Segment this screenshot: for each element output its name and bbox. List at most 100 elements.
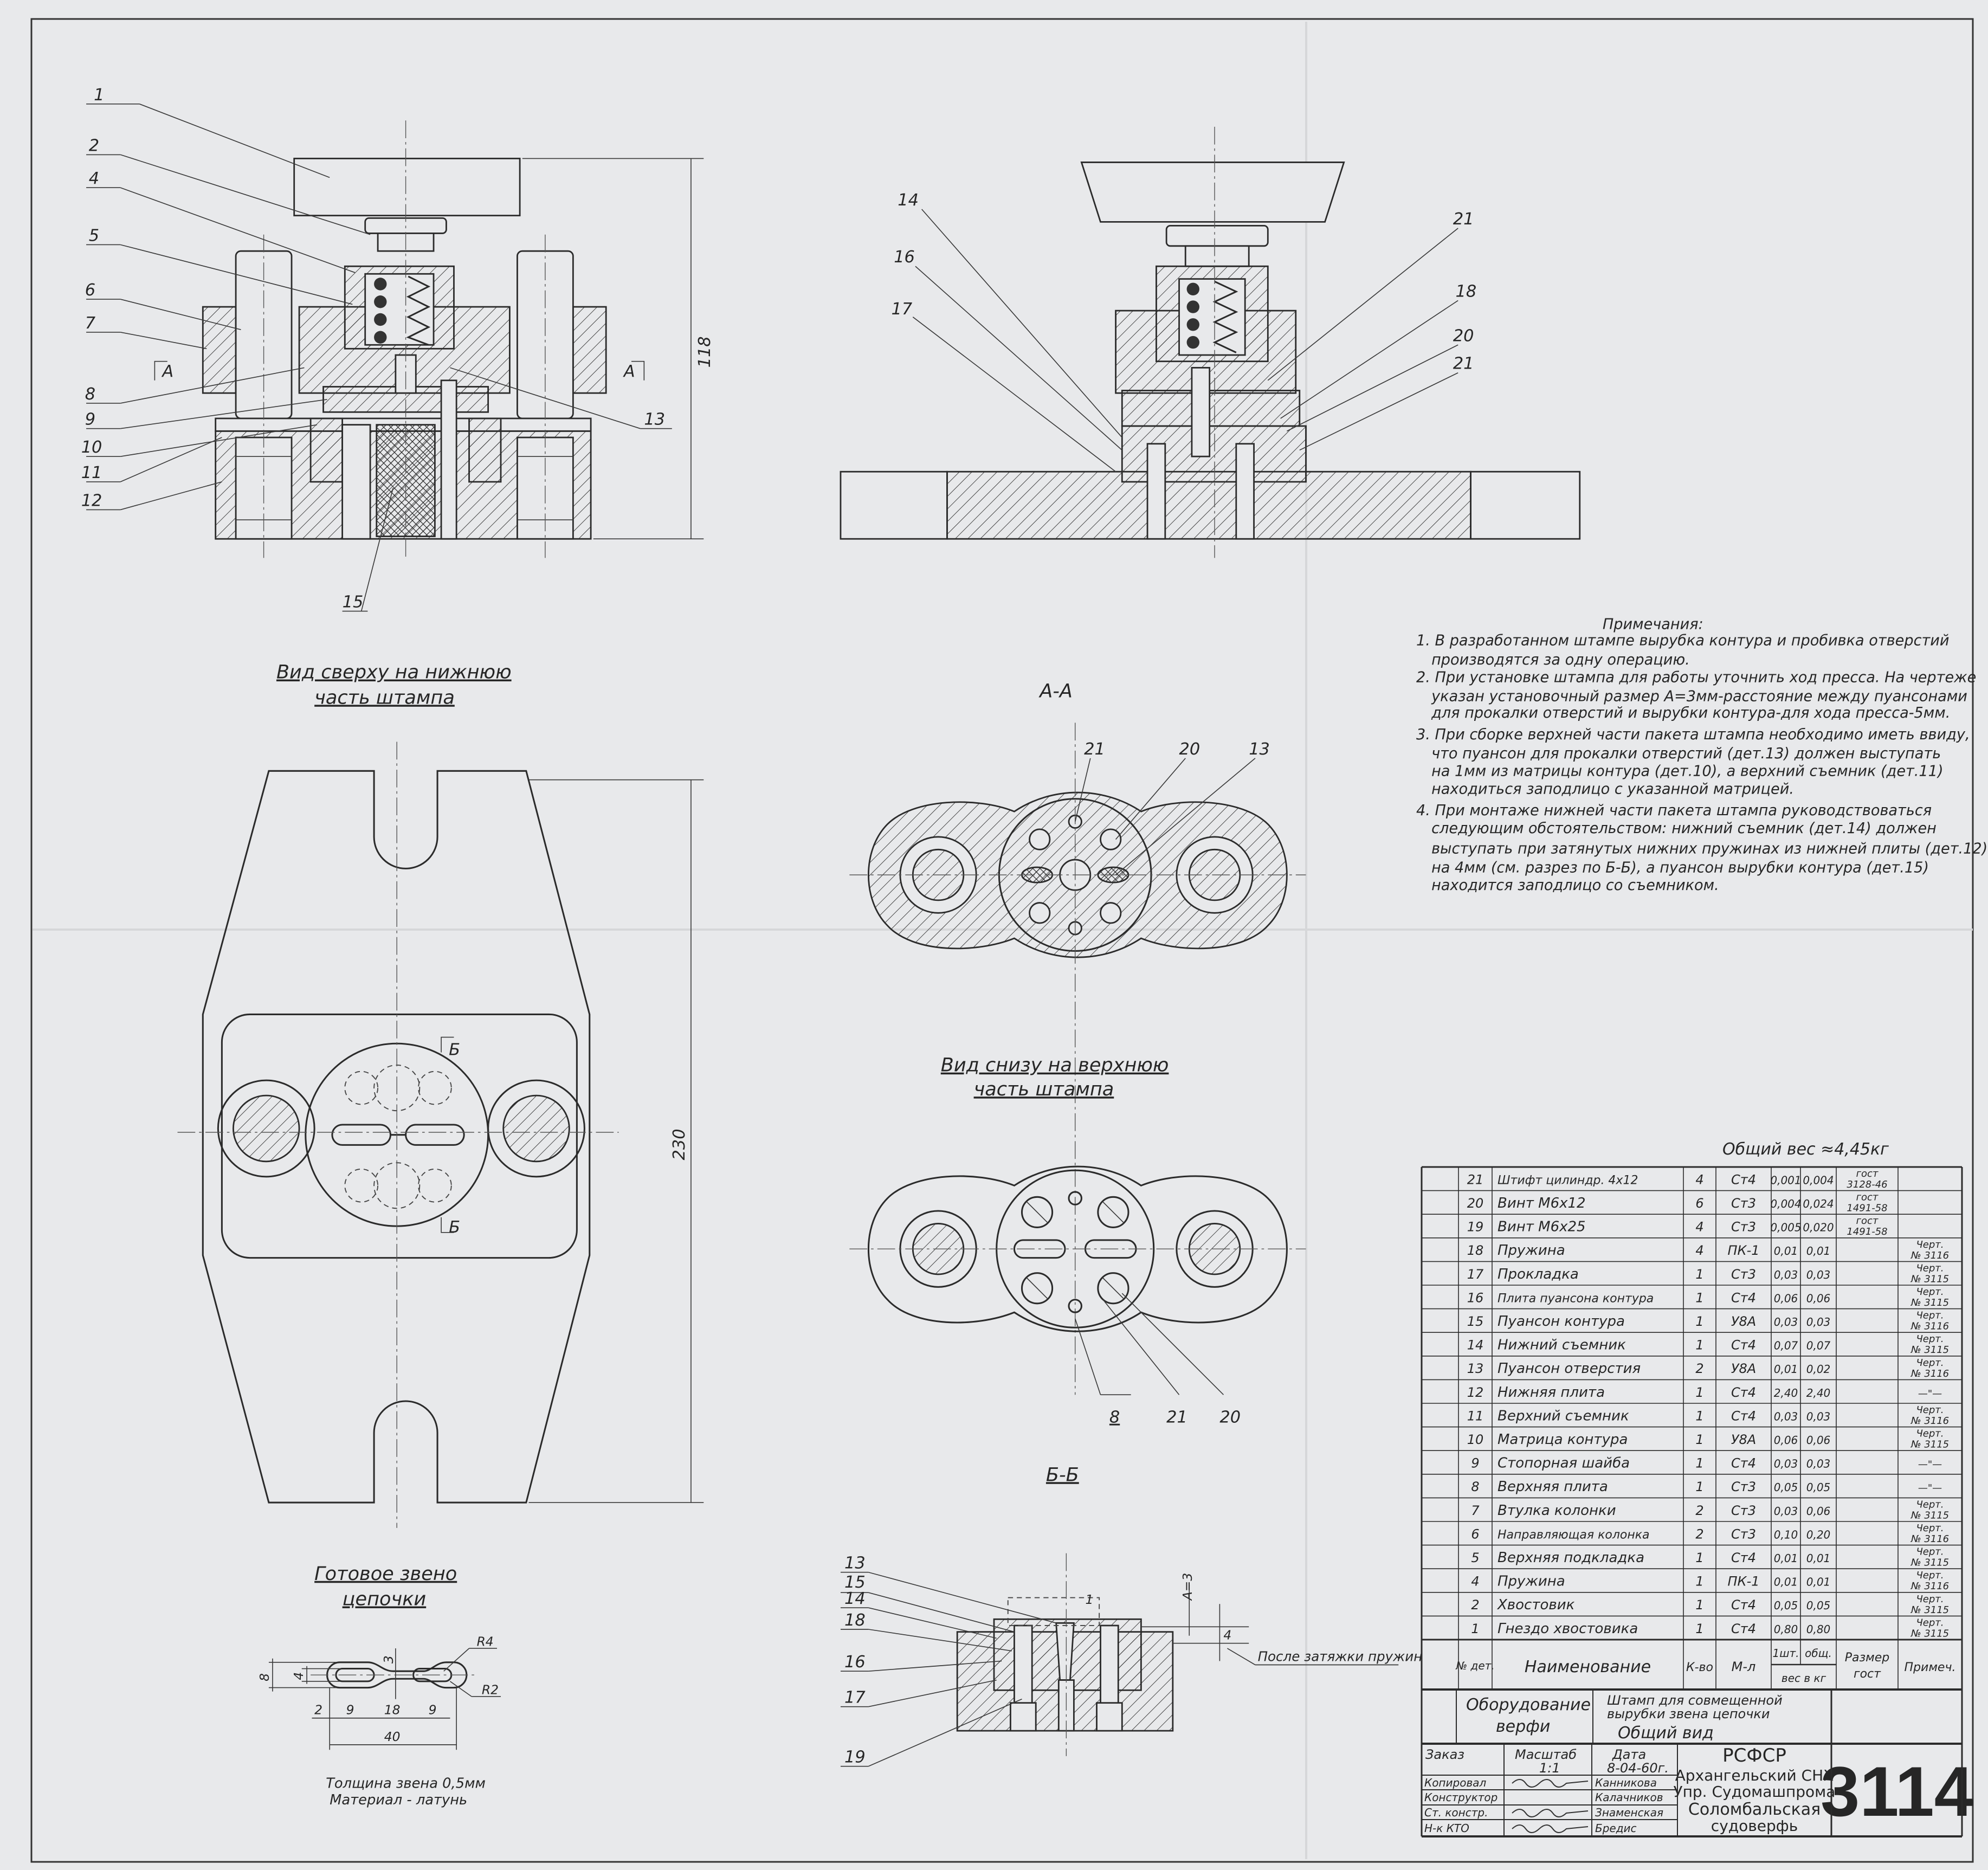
header-w_total: общ. — [1805, 1647, 1832, 1660]
cell-w_one: 0,03 — [1774, 1316, 1798, 1329]
dim-8: 8 — [257, 1673, 272, 1681]
chain-link-title-line-2: цепочки — [343, 1588, 427, 1610]
cell-no: 18 — [1467, 1243, 1484, 1258]
callout-6: 6 — [85, 281, 95, 300]
note-line: 3. При сборке верхней части пакета штамп… — [1416, 726, 1970, 743]
note-line: указан установочный размер А=3мм-расстоя… — [1431, 688, 1967, 705]
section-bb-view: Б-Б А=3 1 4 После затяжки пружин — [840, 1463, 1422, 1767]
cell-note-1: Черт. — [1916, 1499, 1944, 1510]
cell-material: Ст4 — [1731, 1456, 1756, 1471]
cell-no: 14 — [1467, 1338, 1484, 1353]
header-gost_2: гост — [1854, 1667, 1881, 1681]
cell-note-1: Черт. — [1916, 1594, 1944, 1605]
cell-qty: 4 — [1695, 1172, 1703, 1187]
callout-1: 1 — [94, 86, 104, 105]
callout-17: 17 — [844, 1688, 866, 1707]
signer-role: Ст. констр. — [1424, 1806, 1488, 1819]
note-line: на 1мм из матрицы контура (дет.10), а ве… — [1431, 763, 1943, 780]
scale-label: Масштаб — [1515, 1747, 1577, 1762]
title-block: Оборудование верфи Штамп для совмещенной… — [1421, 1688, 1973, 1837]
cell-material: Ст3 — [1731, 1267, 1756, 1282]
note-line: что пуансон для прокалки отверстий (дет.… — [1431, 745, 1941, 762]
cell-qty: 4 — [1695, 1243, 1703, 1258]
cell-w_one: 0,004 — [1770, 1197, 1801, 1210]
callout-21: 21 — [1453, 210, 1474, 229]
cell-qty: 1 — [1695, 1621, 1703, 1636]
cell-note-2: № 3116 — [1910, 1533, 1949, 1545]
cell-no: 5 — [1471, 1550, 1479, 1565]
section-mark-a-left: A — [161, 362, 173, 381]
callout-20: 20 — [1219, 1408, 1241, 1427]
callout-21: 21 — [1166, 1408, 1187, 1427]
screw-hole-icons — [1021, 1196, 1129, 1305]
chain-link-thickness: Толщина звена 0,5мм — [326, 1775, 486, 1791]
callout-13: 13 — [844, 1554, 866, 1573]
signer-role: Конструктор — [1424, 1791, 1498, 1804]
signer-role: Н-к КТО — [1424, 1822, 1469, 1835]
section-bb-title: Б-Б — [1046, 1463, 1079, 1486]
cell-material: Ст3 — [1731, 1526, 1756, 1542]
header-gost_1: Размер — [1845, 1651, 1890, 1665]
cell-qty: 1 — [1695, 1479, 1703, 1494]
signer-name: Знаменская — [1595, 1806, 1663, 1819]
cell-w_total: 0,06 — [1806, 1434, 1831, 1447]
cell-name: Втулка колонки — [1498, 1503, 1616, 1519]
cell-note-1: Черт. — [1916, 1404, 1944, 1416]
cell-qty: 1 — [1695, 1338, 1703, 1353]
cell-material: Ст4 — [1731, 1338, 1756, 1353]
cell-w_total: 0,20 — [1806, 1528, 1831, 1541]
cell-gost-1: гост — [1856, 1215, 1879, 1227]
cell-note-2: № 3115 — [1910, 1344, 1949, 1356]
cell-w_total: 0,02 — [1806, 1363, 1831, 1376]
cell-qty: 1 — [1695, 1432, 1703, 1447]
cell-gost-2: 1491-58 — [1847, 1203, 1887, 1214]
cell-w_one: 0,03 — [1774, 1505, 1798, 1518]
header-qty: К-во — [1686, 1661, 1713, 1674]
cell-name: Направляющая колонка — [1498, 1528, 1650, 1542]
spring-icon — [374, 275, 431, 346]
cell-note-2: № 3116 — [1910, 1581, 1949, 1592]
callout-14: 14 — [898, 191, 919, 210]
cell-name: Стопорная шайба — [1498, 1455, 1630, 1472]
dimension-230: 230 — [670, 1129, 689, 1160]
cell-w_one: 0,80 — [1774, 1623, 1798, 1636]
section-aa-title: А-А — [1038, 680, 1073, 702]
cell-name: Прокладка — [1498, 1266, 1579, 1282]
header-weight: вес в кг — [1782, 1672, 1826, 1685]
cell-material: ПК-1 — [1727, 1574, 1759, 1589]
side-section-view: 14 16 17 21 18 20 21 — [840, 126, 1581, 558]
top-view-title-line-2: часть штампа — [314, 686, 455, 708]
cell-material: У8А — [1731, 1314, 1756, 1329]
cell-qty: 1 — [1695, 1267, 1703, 1282]
cell-no: 8 — [1471, 1479, 1479, 1494]
cell-material: Ст3 — [1731, 1479, 1756, 1494]
chain-link-title-line-1: Готовое звено — [314, 1563, 457, 1585]
cell-note-2: № 3116 — [1910, 1250, 1949, 1261]
cell-w_total: 0,03 — [1806, 1410, 1831, 1423]
section-mark-a-right: A — [623, 362, 635, 381]
callout-17: 17 — [892, 300, 913, 319]
title-line-3: Общий вид — [1618, 1724, 1714, 1743]
cell-no: 9 — [1471, 1456, 1479, 1471]
cell-w_total: 0,07 — [1806, 1339, 1831, 1352]
callout-5: 5 — [89, 226, 99, 245]
cell-no: 17 — [1467, 1267, 1484, 1282]
header-w_one: 1шт. — [1772, 1647, 1799, 1660]
cell-no: 10 — [1467, 1432, 1484, 1447]
callout-13: 13 — [1249, 740, 1270, 759]
signer-name: Бредис — [1595, 1822, 1637, 1835]
cell-note-2: № 3116 — [1910, 1321, 1949, 1332]
